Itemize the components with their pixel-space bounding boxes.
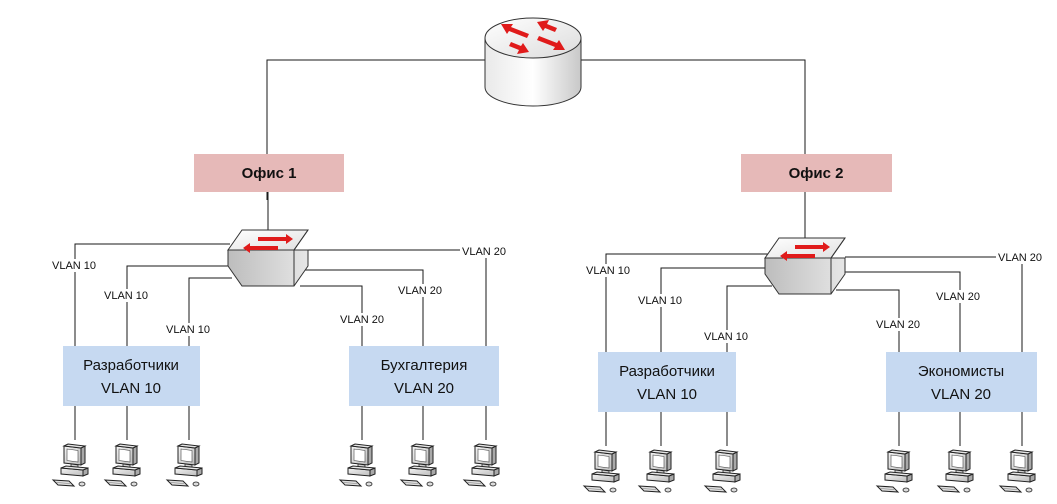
group-developers-office-2: Разработчики VLAN 10 <box>598 352 736 412</box>
office-1-port-labels: VLAN 10 VLAN 10 VLAN 10 VLAN 20 VLAN 20 … <box>50 245 510 336</box>
workstation-icon <box>937 449 974 493</box>
group-developers-office-1: Разработчики VLAN 10 <box>63 346 200 406</box>
group-vlan: VLAN 20 <box>394 380 454 397</box>
group-name: Экономисты <box>918 363 1004 380</box>
office-1-label: Офис 1 <box>242 165 297 182</box>
port-label: VLAN 20 <box>936 291 980 303</box>
group-economists-office-2: Экономисты VLAN 20 <box>886 352 1037 412</box>
port-label: VLAN 10 <box>638 295 682 307</box>
port-label: VLAN 20 <box>462 246 506 258</box>
office-1-banner: Офис 1 <box>194 154 344 192</box>
office-2-port-labels: VLAN 10 VLAN 10 VLAN 10 VLAN 20 VLAN 20 … <box>584 251 1046 343</box>
workstation-icon <box>104 443 141 487</box>
group-name: Разработчики <box>619 363 715 380</box>
office-1-workstations <box>52 443 500 487</box>
port-label: VLAN 10 <box>52 260 96 272</box>
port-label: VLAN 10 <box>166 324 210 336</box>
port-label: VLAN 20 <box>398 285 442 297</box>
workstation-icon <box>339 443 376 487</box>
workstation-icon <box>52 443 89 487</box>
workstation-icon <box>166 443 203 487</box>
workstation-icon <box>704 449 741 493</box>
office-2-banner: Офис 2 <box>741 154 892 192</box>
workstation-icon <box>583 449 620 493</box>
office-2-workstations <box>583 449 1036 493</box>
core-uplinks <box>266 59 806 200</box>
port-label: VLAN 10 <box>586 265 630 277</box>
port-label: VLAN 10 <box>704 331 748 343</box>
group-vlan: VLAN 10 <box>637 386 697 403</box>
group-accounting-office-1: Бухгалтерия VLAN 20 <box>349 346 499 406</box>
group-vlan: VLAN 20 <box>931 386 991 403</box>
workstation-icon <box>999 449 1036 493</box>
port-label: VLAN 20 <box>876 319 920 331</box>
switch-icon <box>764 237 846 295</box>
port-label: VLAN 20 <box>998 252 1042 264</box>
office-2-label: Офис 2 <box>789 165 844 182</box>
group-vlan: VLAN 10 <box>101 380 161 397</box>
workstation-icon <box>400 443 437 487</box>
port-label: VLAN 10 <box>104 290 148 302</box>
switch-icon <box>227 229 309 287</box>
workstation-icon <box>638 449 675 493</box>
group-name: Бухгалтерия <box>381 357 468 374</box>
router-icon <box>484 17 582 107</box>
port-label: VLAN 20 <box>340 314 384 326</box>
workstation-icon <box>876 449 913 493</box>
workstation-icon <box>463 443 500 487</box>
group-name: Разработчики <box>83 357 179 374</box>
